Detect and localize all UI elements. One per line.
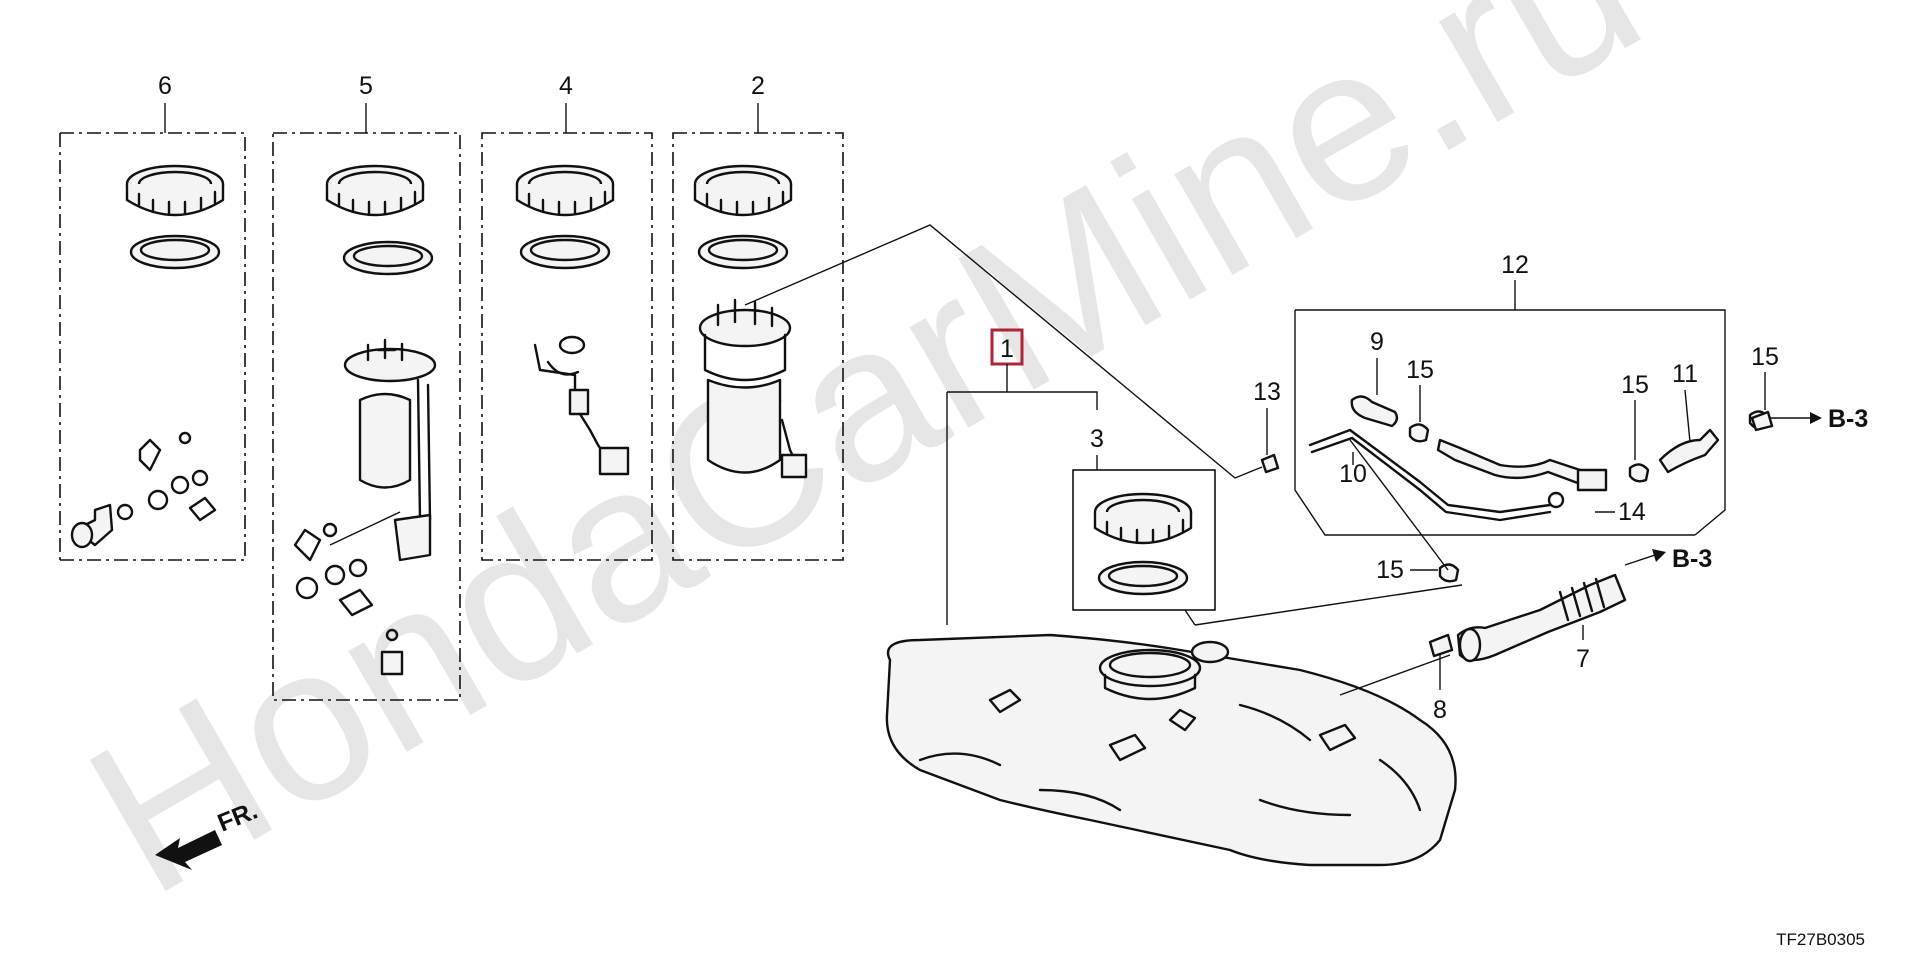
callout-12-bracket [1294,280,1726,536]
gasket-icon [697,234,789,270]
callout-3: 3 [1090,425,1104,453]
assembly-4-box [481,103,653,561]
lock-ring-icon [1093,492,1193,545]
callout-2: 2 [751,72,765,100]
reference-b3-bottom: B-3 [1672,545,1712,573]
reference-b3-top: B-3 [1828,405,1868,433]
assembly-6-box [59,103,246,561]
fuel-pump-module-icon [343,338,437,562]
lock-ring-icon [125,164,225,217]
callout-11: 11 [1672,360,1698,388]
callout-10: 10 [1339,460,1367,488]
callout-5: 5 [359,72,373,100]
reference-arrow-bottom [1624,549,1666,566]
callout-13: 13 [1253,378,1281,406]
assembly-3-box [1072,469,1216,611]
gasket-icon [129,234,221,270]
callout-7: 7 [1576,645,1590,673]
callout-15-a: 15 [1406,356,1434,384]
gasket-icon [342,240,434,276]
assembly-5-box [272,103,461,701]
front-direction-arrow-icon [155,830,222,870]
fuel-gauge-sender-icon [533,335,630,476]
callout-12: 12 [1501,251,1529,279]
gasket-icon [1097,560,1189,596]
leader-lines [1266,358,1766,571]
gasket-icon [519,234,611,270]
lock-ring-icon [325,164,425,217]
reference-arrow-top [1770,412,1822,424]
callout-4: 4 [559,72,573,100]
filler-neck-icon [1428,573,1627,663]
leader-line [744,224,1263,479]
leader-line [1194,584,1463,626]
callout-15-b: 15 [1751,343,1779,371]
lock-ring-icon [693,164,793,217]
fuel-tank-icon [885,633,1457,867]
lock-ring-icon [515,164,615,217]
small-parts-icon [293,511,404,676]
assembly-2-box [672,103,844,561]
fuel-filter-icon [70,503,134,549]
leader-line [1339,654,1451,696]
o-rings-icon [138,431,217,522]
callout-15-c: 15 [1621,371,1649,399]
callout-6: 6 [158,72,172,100]
callout-9: 9 [1370,328,1384,356]
callout-15-d: 15 [1376,556,1404,584]
drawing-code: TF27B0305 [1776,930,1865,949]
vent-hoses-icon [1260,395,1774,583]
callout-1: 1 [1000,335,1014,363]
callout-8: 8 [1433,696,1447,724]
callout-14: 14 [1618,498,1646,526]
callout-1-bracket [946,364,1098,625]
fuel-pump-assembly-icon [698,298,808,479]
